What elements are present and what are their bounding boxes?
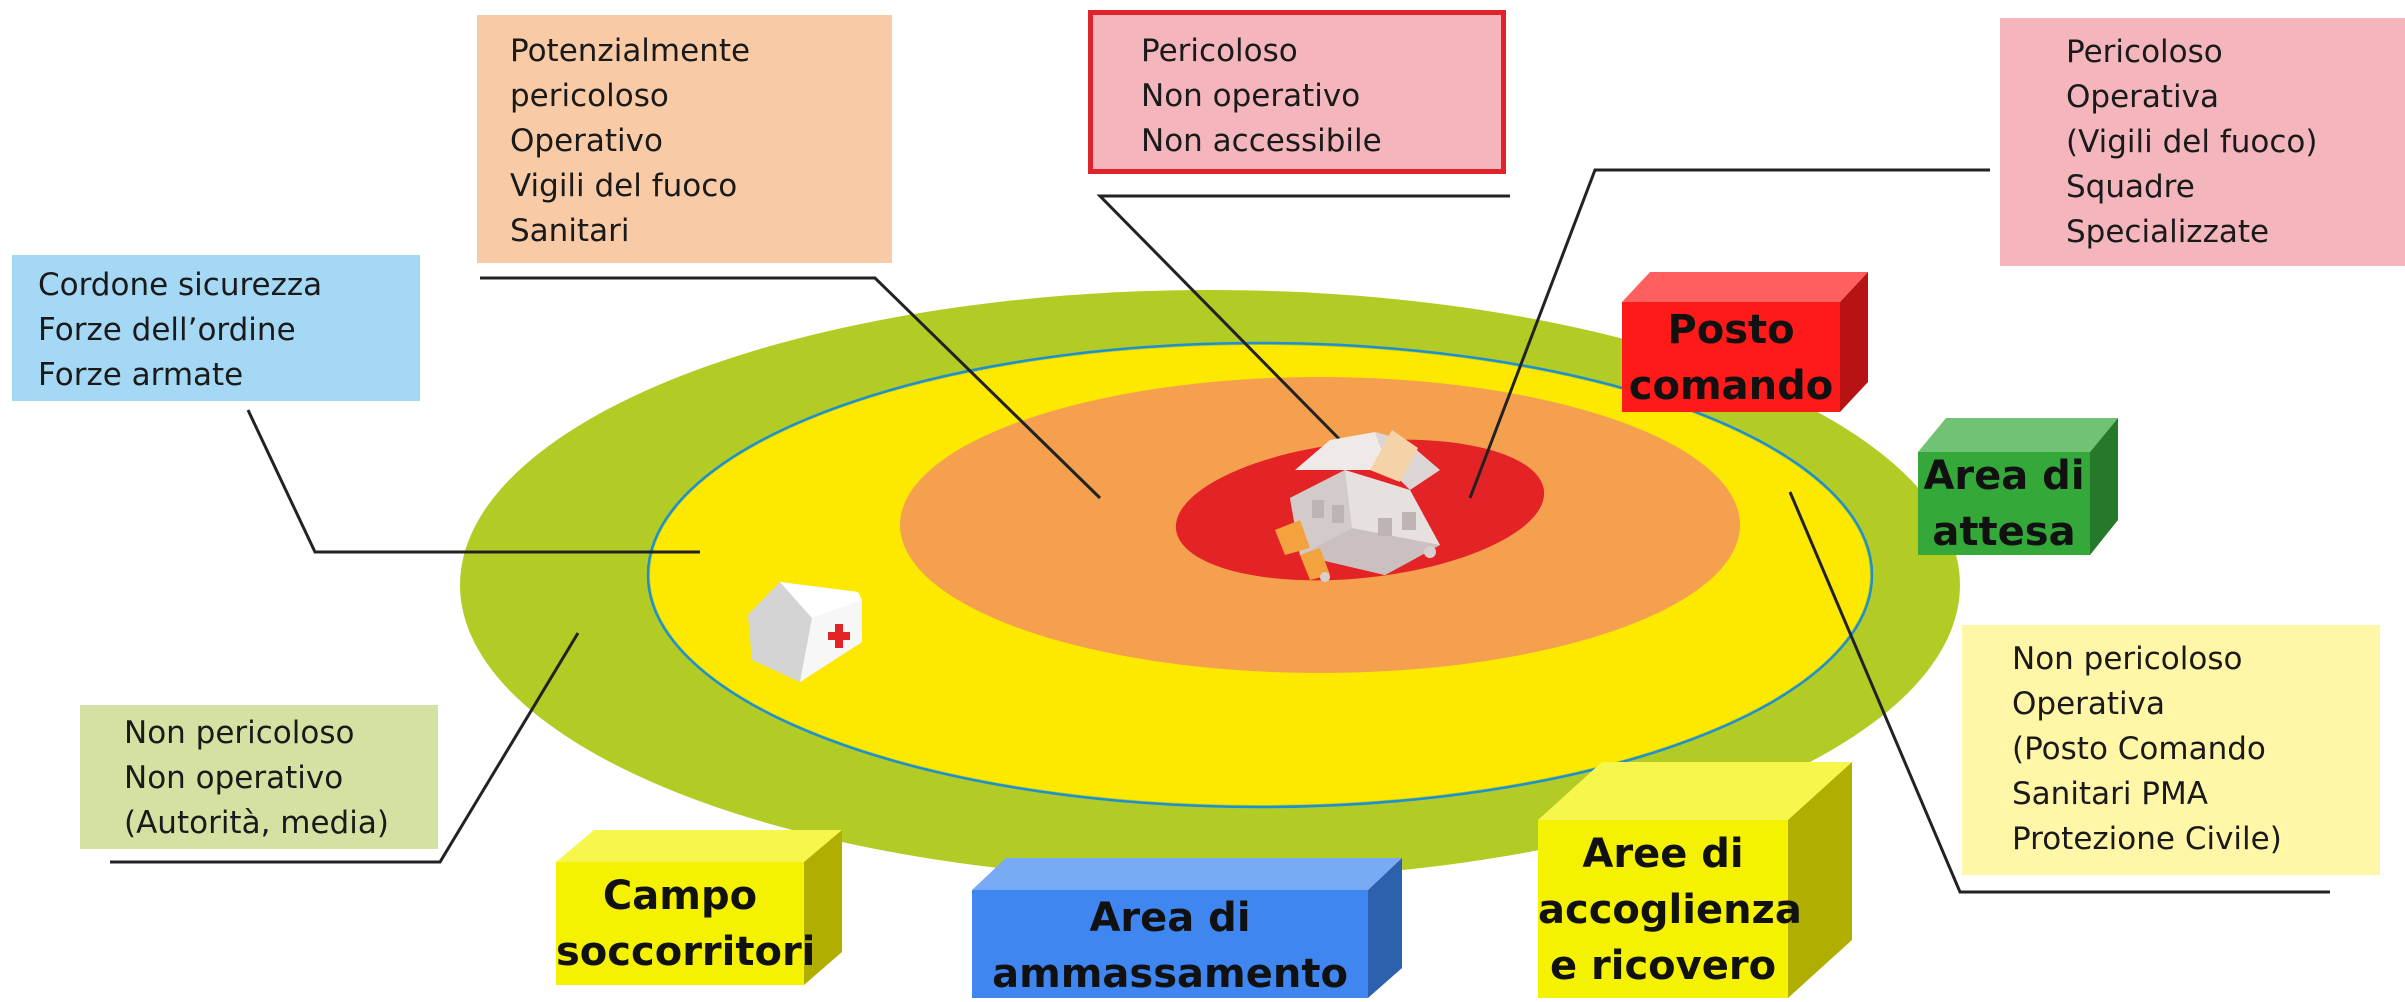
- block-aree-accoglienza: [1538, 762, 1852, 998]
- note-line: (Vigili del fuoco): [2066, 124, 2318, 160]
- connector-green-outer: [110, 632, 580, 864]
- block-label-line: Area di: [1089, 895, 1251, 941]
- note-line: Non pericoloso: [2012, 641, 2243, 677]
- note-line: Non operativo: [1141, 78, 1361, 114]
- note-zona-rossa-operativa: Pericoloso Operativa (Vigili del fuoco) …: [2000, 18, 2405, 266]
- block-area-attesa: [1918, 418, 2118, 555]
- label-posto-comando: Posto comando: [1622, 302, 1840, 414]
- note-zona-rossa: Pericoloso Non operativo Non accessibile: [1088, 10, 1506, 174]
- block-label-line: Aree di: [1582, 831, 1744, 877]
- connector-lines: [110, 168, 2330, 894]
- connector-yellow-zone: [1788, 491, 2330, 894]
- block-label-line: accoglienza: [1538, 887, 1802, 933]
- note-line: (Posto Comando: [2012, 731, 2266, 767]
- field-hospital-tent-icon: [748, 582, 862, 682]
- note-line: Pericoloso: [2066, 34, 2223, 70]
- note-line: Squadre: [2066, 169, 2195, 205]
- label-aree-accoglienza: Aree di accoglienza e ricovero: [1538, 826, 1802, 994]
- note-line: Vigili del fuoco: [510, 168, 738, 204]
- cordon-line: [646, 341, 1874, 809]
- note-line: Potenzialmente: [510, 33, 751, 69]
- note-line: Operativo: [510, 123, 663, 159]
- label-area-attesa: Area di attesa: [1918, 448, 2090, 560]
- note-line: Cordone sicurezza: [38, 267, 323, 303]
- block-posto-comando: [1622, 272, 1868, 412]
- block-label-line: Area di: [1923, 453, 2085, 499]
- note-zona-arancione: Potenzialmente pericoloso Operativo Vigi…: [477, 15, 892, 263]
- note-zona-gialla: Non pericoloso Operativa (Posto Comando …: [1962, 625, 2380, 875]
- block-campo-soccorritori: [556, 830, 842, 985]
- note-line: Sanitari PMA: [2012, 776, 2208, 812]
- collapsed-building-icon: [1275, 430, 1440, 582]
- note-line: pericoloso: [510, 78, 669, 114]
- note-line: Sanitari: [510, 213, 630, 249]
- note-line: Specializzate: [2066, 214, 2270, 250]
- connector-orange-zone: [480, 276, 1102, 500]
- label-campo-soccorritori: Campo soccorritori: [556, 868, 816, 980]
- note-line: Operativa: [2066, 79, 2220, 115]
- note-line: Non pericoloso: [124, 715, 355, 751]
- block-label-line: attesa: [1932, 509, 2076, 555]
- note-line: Protezione Civile): [2012, 821, 2282, 857]
- note-line: Forze dell’ordine: [38, 312, 296, 348]
- block-label-line: Posto: [1667, 307, 1795, 353]
- note-line: (Autorità, media): [124, 805, 389, 841]
- note-zona-verde: Non pericoloso Non operativo (Autorità, …: [80, 705, 438, 849]
- label-area-ammassamento: Area di ammassamento: [972, 890, 1368, 1002]
- note-line: Non accessibile: [1141, 123, 1382, 159]
- note-line: Operativa: [2012, 686, 2166, 722]
- block-label-line: soccorritori: [556, 929, 816, 975]
- note-line: Pericoloso: [1141, 33, 1298, 69]
- connector-red-zone: [1096, 194, 1510, 452]
- block-area-ammassamento: [972, 858, 1402, 998]
- connector-cordon: [246, 409, 700, 554]
- connector-red-right: [1468, 168, 1990, 499]
- block-label-line: Campo: [602, 873, 758, 919]
- block-label-line: ammassamento: [992, 951, 1348, 997]
- block-label-line: comando: [1628, 363, 1834, 409]
- note-cordone-sicurezza: Cordone sicurezza Forze dell’ordine Forz…: [12, 255, 420, 401]
- note-line: Forze armate: [38, 357, 244, 393]
- block-label-line: e ricovero: [1549, 943, 1777, 989]
- note-line: Non operativo: [124, 760, 344, 796]
